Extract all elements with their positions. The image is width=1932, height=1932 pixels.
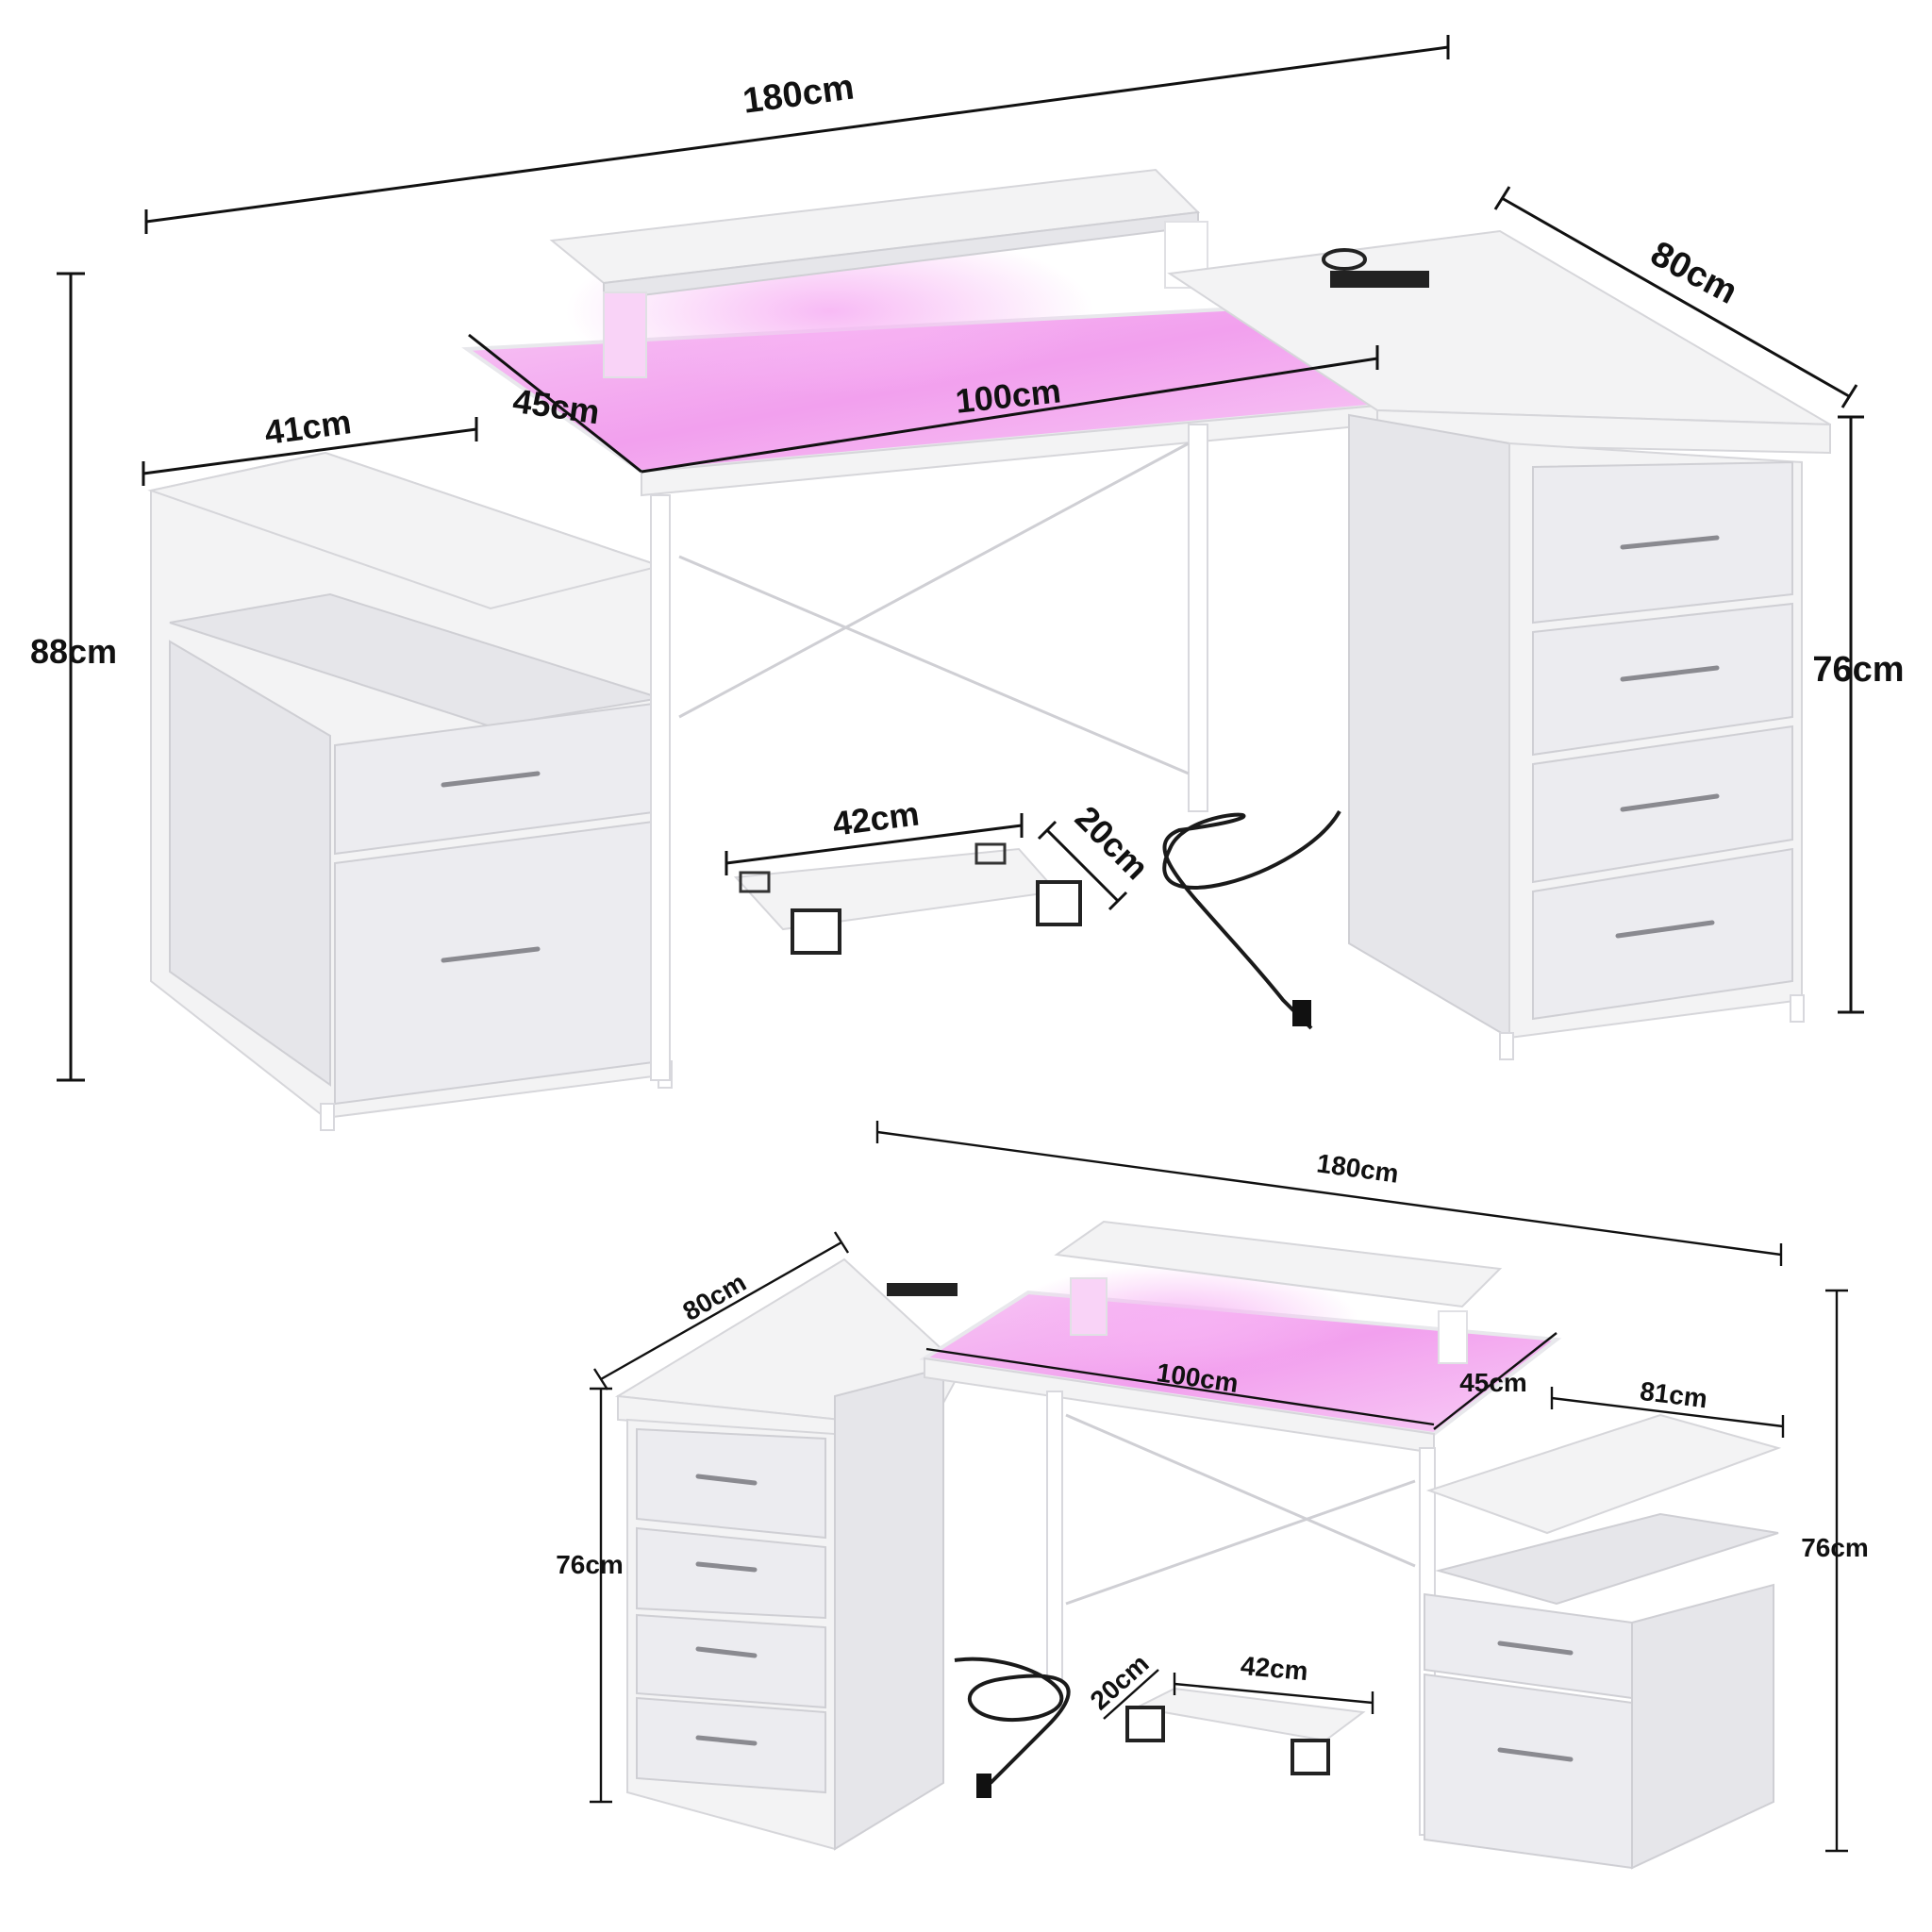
dimension-tray-width: 42cm bbox=[830, 793, 922, 842]
bottom-left-drawer-unit bbox=[614, 1257, 964, 1851]
wireless-charger-icon bbox=[1322, 248, 1367, 271]
power-strip-icon bbox=[1330, 271, 1429, 288]
bottom-dimension-side-depth: 80cm bbox=[677, 1267, 751, 1326]
bottom-cpu-tray bbox=[1125, 1687, 1366, 1775]
bottom-plug-icon bbox=[976, 1774, 991, 1798]
bottom-dimension-right-height: 76cm bbox=[1801, 1533, 1869, 1562]
bottom-dimension-desk-depth: 45cm bbox=[1459, 1368, 1527, 1397]
power-cable bbox=[1162, 810, 1341, 1030]
bottom-dimension-cabinet-width: 81cm bbox=[1639, 1376, 1709, 1413]
bottom-dimension-left-height: 76cm bbox=[556, 1550, 624, 1579]
right-drawer-unit bbox=[1167, 229, 1831, 1060]
plug-icon bbox=[1292, 1000, 1311, 1026]
bottom-power-cable bbox=[954, 1657, 1071, 1785]
bottom-monitor-riser bbox=[1000, 1220, 1503, 1377]
bottom-power-strip-icon bbox=[887, 1283, 958, 1296]
dimension-side-depth: 80cm bbox=[1644, 234, 1744, 312]
left-file-cabinet bbox=[147, 451, 673, 1131]
dimension-cabinet-width: 41cm bbox=[262, 402, 354, 452]
bottom-dimension-total-width: 180cm bbox=[1315, 1148, 1401, 1188]
top-desk-illustration bbox=[147, 168, 1831, 1131]
bottom-right-file-cabinet bbox=[1424, 1413, 1782, 1870]
dimension-total-width: 180cm bbox=[741, 67, 857, 121]
dimension-height: 88cm bbox=[30, 632, 117, 671]
monitor-riser bbox=[549, 168, 1208, 396]
cpu-tray bbox=[733, 842, 1082, 955]
bottom-desk-illustration bbox=[614, 1220, 1782, 1870]
bottom-dimension-tray-width: 42cm bbox=[1240, 1651, 1309, 1686]
dimension-tray-depth: 20cm bbox=[1068, 798, 1157, 887]
dimension-desk-height: 76cm bbox=[1812, 650, 1904, 690]
